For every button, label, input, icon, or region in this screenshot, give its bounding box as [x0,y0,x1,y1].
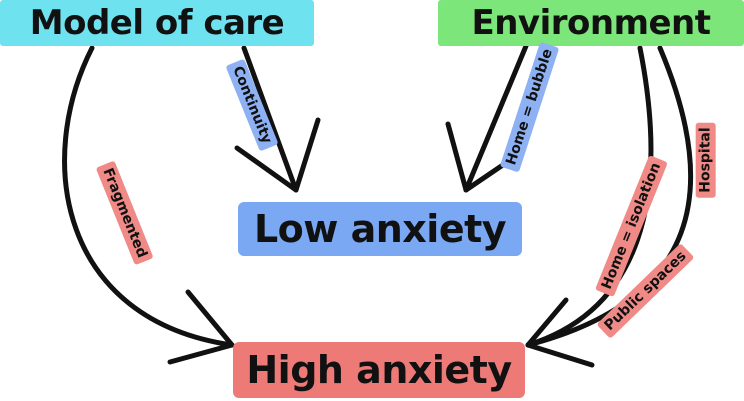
arrow-home-bubble [463,43,529,193]
node-low-anxiety: Low anxiety [238,202,522,256]
node-environment: Environment [438,0,744,46]
node-model-of-care-label: Model of care [29,3,285,43]
arrow-fragmented [62,45,235,348]
arrowhead-environment [525,297,595,368]
node-environment-label: Environment [471,3,711,43]
node-high-anxiety-label: High anxiety [246,348,512,392]
edge-label-hospital: Hospital [695,122,716,198]
arrow-environment-outer [525,45,694,348]
node-low-anxiety-label: Low anxiety [253,207,507,251]
node-high-anxiety: High anxiety [233,342,525,398]
node-model-of-care: Model of care [0,0,314,46]
arrowhead-continuity [234,117,321,193]
arrow-continuity [241,45,299,193]
arrow-environment-inner [525,45,654,348]
arrowhead-fragmented [167,289,235,365]
